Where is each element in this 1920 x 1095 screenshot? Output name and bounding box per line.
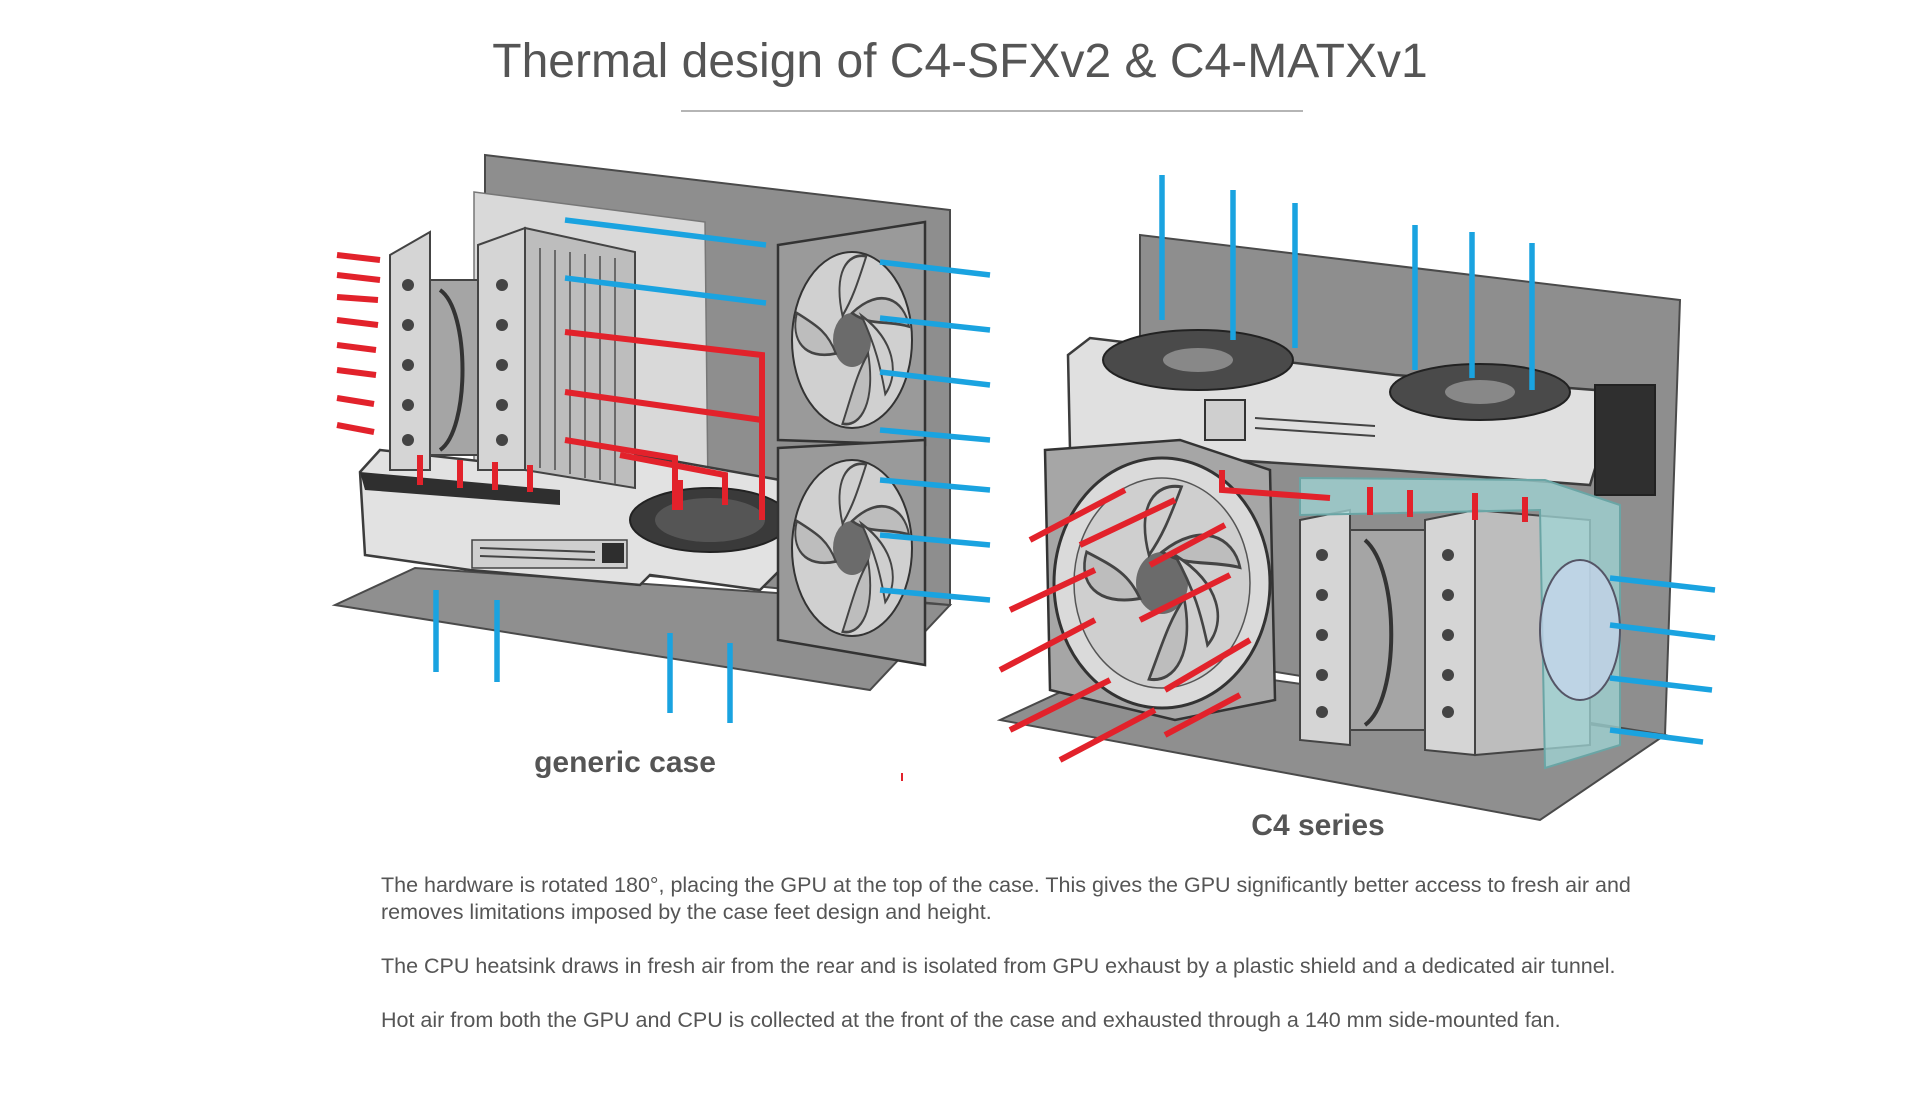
cpu-heatsink-c4 — [1299, 476, 1621, 770]
hot-air-flow-left — [336, 252, 765, 520]
description: The hardware is rotated 180°, placing th… — [381, 872, 1701, 1061]
generic-case-illustration — [331, 153, 991, 723]
side-exhaust-fan-140mm — [1043, 438, 1277, 722]
fresh-air-flow-c4 — [1159, 175, 1716, 745]
c4-series-illustration — [996, 175, 1716, 822]
front-fan-bottom — [776, 438, 927, 667]
c4-series-label: C4 series — [1251, 809, 1384, 842]
description-paragraph-3: Hot air from both the GPU and CPU is col… — [381, 1008, 1561, 1032]
page-title: Thermal design of C4-SFXv2 & C4-MATXv1 — [492, 35, 1428, 88]
hot-air-flow-c4 — [998, 470, 1528, 763]
title-divider — [681, 110, 1303, 112]
description-paragraph-2: The CPU heatsink draws in fresh air from… — [381, 954, 1616, 978]
generic-case-label: generic case — [534, 746, 716, 779]
front-fan-top — [776, 220, 927, 447]
fresh-air-flow-left — [433, 217, 991, 723]
cpu-heatsink-left — [389, 226, 636, 490]
description-paragraph-1: The hardware is rotated 180°, placing th… — [381, 873, 1631, 924]
